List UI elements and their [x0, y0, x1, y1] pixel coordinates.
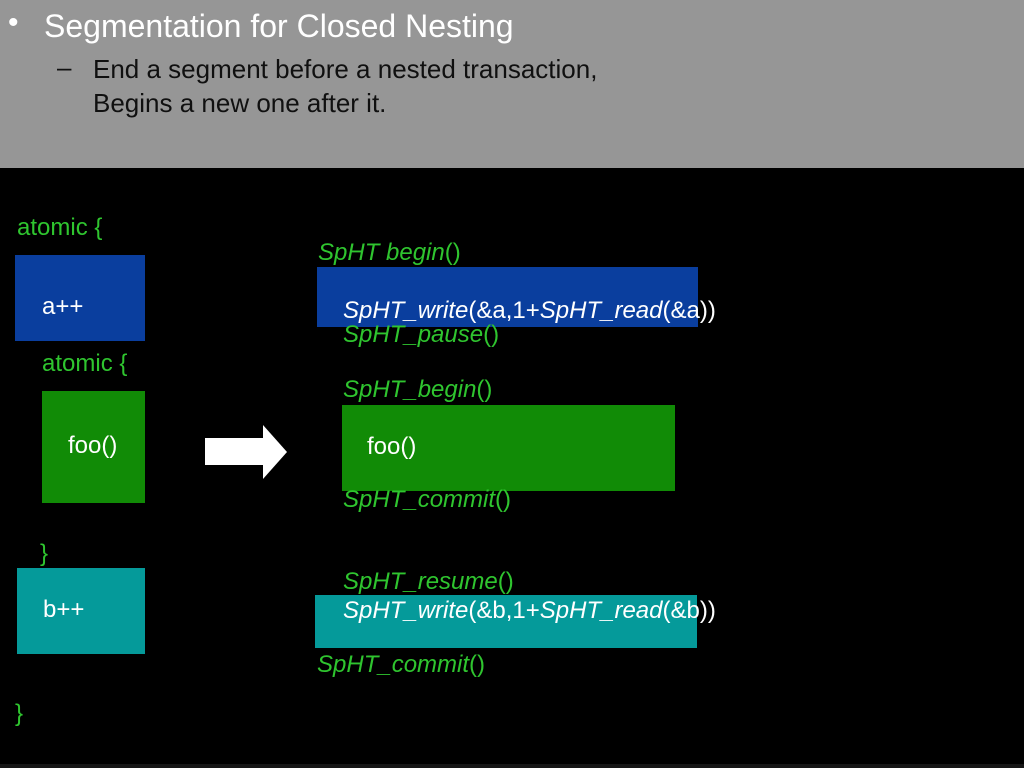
foo-call-box-right: foo()	[342, 405, 675, 491]
foo-call-box-left: foo()	[42, 391, 145, 503]
subtitle-line-1: End a segment before a nested transactio…	[93, 54, 598, 84]
subtitle-line-2: Begins a new one after it.	[93, 88, 387, 118]
close-brace-outer-label: }	[15, 700, 24, 727]
spht-write-b-box: SpHT_write(&b,1+SpHT_read(&b))	[315, 595, 716, 648]
a-increment-label: a++	[42, 293, 84, 320]
spht-write-b-label: SpHT_write(&b,1+SpHT_read(&b))	[343, 597, 716, 624]
spht-write-a-label: SpHT_write(&a,1+SpHT_read(&a))	[343, 297, 716, 324]
title-bullet: •	[8, 6, 19, 39]
b-increment-label: b++	[43, 596, 85, 623]
spht-pause-label: SpHT_pause()	[343, 321, 500, 348]
b-increment-box: b++	[17, 568, 145, 654]
subtitle: End a segment before a nested transactio…	[93, 52, 597, 120]
spht-resume-label: SpHT_resume()	[343, 568, 514, 595]
spht-write-a-box: SpHT_write(&a,1+SpHT_read(&a))	[317, 267, 716, 327]
foo-call-label-left: foo()	[68, 432, 118, 459]
atomic-open-inner-label: atomic {	[42, 350, 128, 377]
close-brace-inner-label: }	[40, 540, 49, 567]
right-arrow-icon	[205, 438, 263, 465]
a-increment-box: a++	[15, 255, 145, 341]
atomic-open-outer-label: atomic {	[17, 214, 103, 241]
spht-commit-inner-label: SpHT_commit()	[343, 486, 512, 513]
right-arrow-head-icon	[263, 425, 287, 479]
page-title: Segmentation for Closed Nesting	[44, 8, 514, 44]
spht-commit-outer-label: SpHT_commit()	[317, 651, 486, 678]
slide-header: • Segmentation for Closed Nesting – End …	[0, 0, 1024, 168]
slide-bottom-edge	[0, 764, 1024, 768]
spht-begin-inner-label: SpHT_begin()	[343, 376, 493, 403]
foo-call-label-right: foo()	[367, 433, 417, 460]
subtitle-dash: –	[57, 52, 72, 82]
spht-begin-outer-label: SpHT begin()	[318, 239, 461, 266]
